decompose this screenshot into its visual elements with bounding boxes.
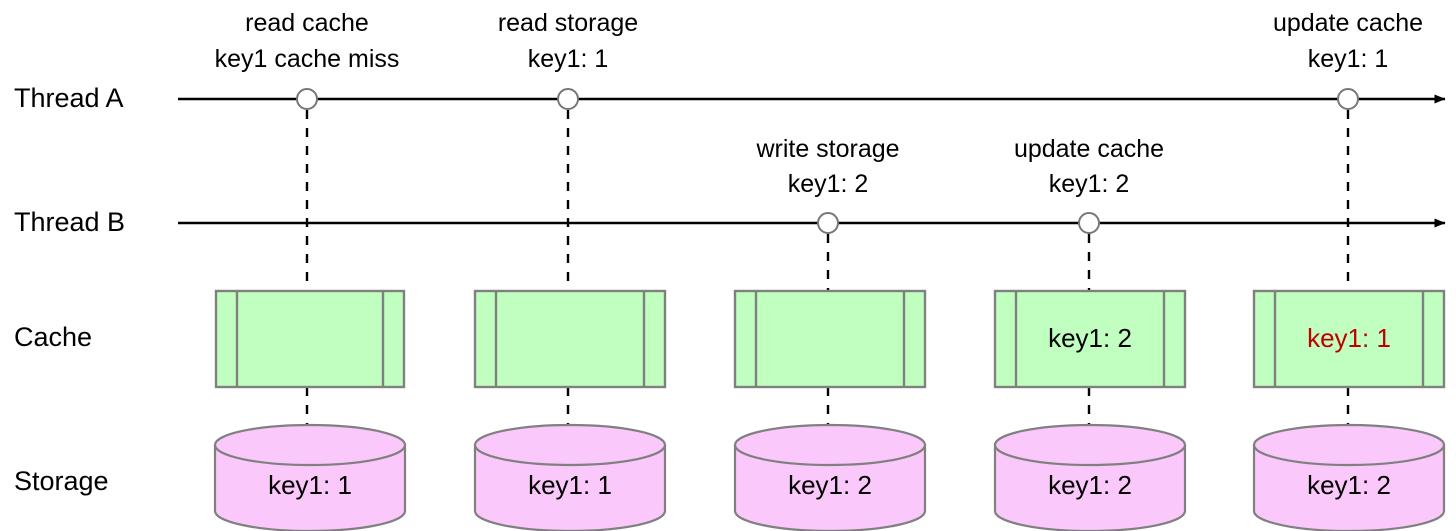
timeline-marker-5[interactable] xyxy=(1337,88,1359,110)
storage-cylinder-3-top xyxy=(733,423,927,467)
event-label-4-line1: update cache xyxy=(1014,135,1164,163)
column-group-3: write storage key1: 2 key1: 2 xyxy=(733,135,927,531)
storage-value-1: key1: 1 xyxy=(268,470,352,500)
storage-cylinder-4-top xyxy=(993,423,1187,467)
storage-value-4: key1: 2 xyxy=(1048,470,1132,500)
cache-value-5: key1: 1 xyxy=(1307,323,1391,353)
timeline-marker-4[interactable] xyxy=(1078,212,1100,234)
row-label-storage: Storage xyxy=(14,466,109,496)
event-label-3-line1: write storage xyxy=(755,135,899,163)
event-label-2-line1: read storage xyxy=(498,9,638,37)
event-label-3-line2: key1: 2 xyxy=(788,170,869,198)
cache-box-3[interactable] xyxy=(733,289,927,389)
cache-box-2[interactable] xyxy=(473,289,667,389)
event-label-5-line1: update cache xyxy=(1273,9,1423,37)
column-group-2: read storage key1: 1 key1: 1 xyxy=(473,9,667,531)
cache-value-4: key1: 2 xyxy=(1048,323,1132,353)
timeline-marker-1[interactable] xyxy=(296,88,318,110)
storage-cylinder-1-top xyxy=(213,423,407,467)
event-label-2-line2: key1: 1 xyxy=(528,45,609,73)
row-label-thread-a: Thread A xyxy=(14,83,124,113)
event-label-5-line2: key1: 1 xyxy=(1308,45,1389,73)
cache-box-5[interactable] xyxy=(1252,289,1446,389)
storage-cylinder-2-top xyxy=(473,423,667,467)
storage-value-5: key1: 2 xyxy=(1307,470,1391,500)
cache-box-4[interactable] xyxy=(993,289,1187,389)
storage-value-2: key1: 1 xyxy=(528,470,612,500)
cache-box-1[interactable] xyxy=(214,289,406,389)
event-label-4-line2: key1: 2 xyxy=(1049,170,1130,198)
row-label-cache: Cache xyxy=(14,322,92,352)
row-label-thread-b: Thread B xyxy=(14,207,125,237)
storage-cylinder-5-top xyxy=(1252,423,1446,467)
event-label-1-line1: read cache xyxy=(245,9,369,37)
column-group-1: read cache key1 cache miss key1: 1 xyxy=(213,9,407,531)
event-label-1-line2: key1 cache miss xyxy=(215,45,400,73)
column-group-5: update cache key1: 1 key1: 1 key1: 2 xyxy=(1252,9,1446,531)
timeline-marker-3[interactable] xyxy=(817,212,839,234)
timeline-marker-2[interactable] xyxy=(557,88,579,110)
storage-value-3: key1: 2 xyxy=(788,470,872,500)
column-group-4: update cache key1: 2 key1: 2 key1: 2 xyxy=(993,135,1187,531)
